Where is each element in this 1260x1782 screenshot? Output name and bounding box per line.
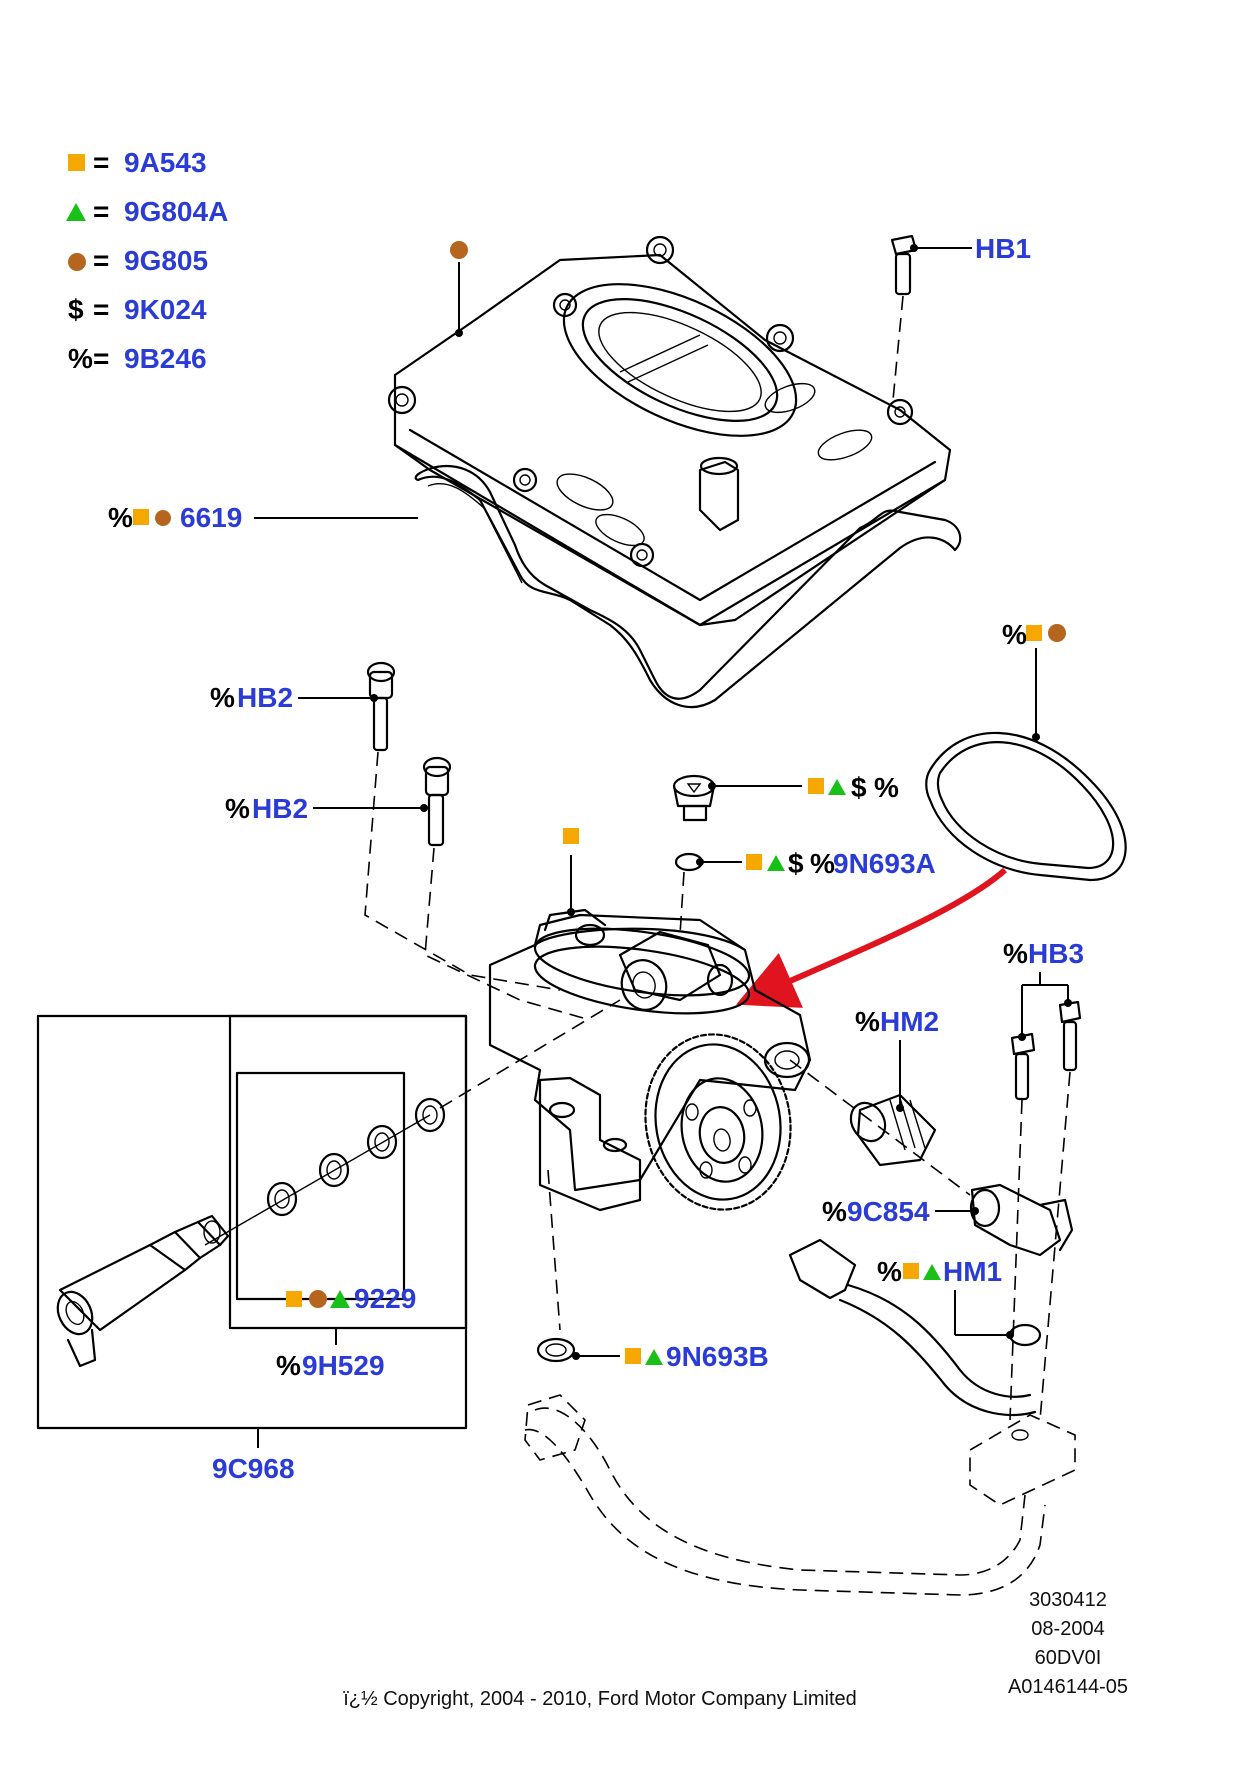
callout-plate-top (450, 241, 468, 337)
label-6619: 6619 (180, 502, 242, 533)
legend-row-9G804A: = 9G804A (66, 196, 228, 227)
legend-equals: = (93, 196, 109, 227)
bolt-hb2-top: % HB2 (210, 661, 561, 991)
group-box-9229 (235, 1071, 406, 1301)
percent-icon: % (276, 1350, 301, 1381)
percent-icon: % (108, 502, 133, 533)
oring-large: % (736, 619, 1127, 1008)
brown-circle-icon (309, 1290, 327, 1308)
orange-square-icon (68, 154, 85, 171)
plug-screw: $ % (672, 772, 899, 822)
ref-id: A0146144-05 (1008, 1676, 1128, 1698)
label-9n693b: 9N693B (666, 1341, 769, 1372)
pipe-assembly (524, 1238, 1076, 1596)
percent-icon: % (210, 682, 235, 713)
label-9c854: 9C854 (847, 1196, 930, 1227)
label-9229: 9229 (354, 1283, 416, 1314)
label-hm2: HM2 (880, 1006, 939, 1037)
legend-equals: = (93, 343, 109, 374)
green-triangle-icon (828, 779, 846, 795)
percent-icon: % (822, 1196, 847, 1227)
group-box-9c968 (36, 1014, 468, 1430)
green-triangle-icon (66, 203, 86, 221)
percent-icon: % (1003, 938, 1028, 969)
ref-date: 08-2004 (1031, 1618, 1104, 1640)
washer-9n693a: $ % 9N693A (674, 848, 936, 936)
orange-square-icon (563, 828, 579, 844)
dollar-icon: $ (851, 772, 867, 803)
green-triangle-icon (330, 1290, 350, 1308)
callout-9h529: % 9H529 (276, 1328, 385, 1381)
percent-icon: % (225, 793, 250, 824)
legend-code: 9A543 (124, 147, 207, 178)
washer-9n693b: 9N693B (536, 1337, 769, 1372)
percent-icon: % (810, 848, 835, 879)
callout-9c968: 9C968 (212, 1428, 295, 1484)
copyright-text: ï¿½ Copyright, 2004 - 2010, Ford Motor C… (343, 1688, 857, 1710)
ref-code: 60DV0I (1035, 1647, 1102, 1669)
label-hb1: HB1 (975, 233, 1031, 264)
brown-circle-icon (68, 253, 86, 271)
dollar-icon: $ (68, 294, 84, 325)
brown-circle-icon (450, 241, 468, 259)
cover-plate-drawing (387, 235, 962, 709)
dollar-icon: $ (788, 848, 804, 879)
label-hb2-bottom: HB2 (252, 793, 308, 824)
group-box-9h529 (228, 1014, 468, 1330)
legend: = 9A543 = 9G804A = 9G805 $ = 9K024 % = 9… (66, 147, 228, 374)
legend-row-9A543: = 9A543 (68, 147, 207, 178)
connector-9c854: % 9C854 (822, 1183, 1074, 1257)
legend-code: 9G805 (124, 245, 208, 276)
legend-row-9K024: $ = 9K024 (68, 294, 207, 325)
label-hb3: HB3 (1028, 938, 1084, 969)
percent-icon: % (877, 1256, 902, 1287)
percent-icon: % (874, 772, 899, 803)
orange-square-icon (746, 854, 762, 870)
orange-square-icon (1026, 625, 1042, 641)
seal-hm1: % HM1 (877, 1256, 1042, 1347)
pump-drawing (488, 828, 971, 1331)
label-9n693a: 9N693A (833, 848, 936, 879)
green-triangle-icon (767, 855, 785, 871)
bolts-hb3: % HB3 (1003, 938, 1084, 1421)
legend-code: 9G804A (124, 196, 228, 227)
legend-equals: = (93, 245, 109, 276)
callout-9229: 9229 (286, 1283, 416, 1314)
brown-circle-icon (155, 510, 171, 526)
legend-code: 9B246 (124, 343, 207, 374)
percent-icon: % (68, 343, 93, 374)
green-triangle-icon (645, 1349, 663, 1365)
percent-icon: % (1002, 619, 1027, 650)
orange-square-icon (286, 1291, 302, 1307)
footer: 3030412 08-2004 60DV0I A0146144-05 ï¿½ C… (343, 1589, 1128, 1710)
label-hm1: HM1 (943, 1256, 1002, 1287)
bolt-hb1: HB1 (890, 233, 1031, 401)
orange-square-icon (625, 1348, 641, 1364)
percent-icon: % (855, 1006, 880, 1037)
label-9c968: 9C968 (212, 1453, 295, 1484)
label-hb2-top: HB2 (237, 682, 293, 713)
green-triangle-icon (923, 1264, 941, 1280)
orange-square-icon (133, 509, 149, 525)
legend-code: 9K024 (124, 294, 207, 325)
sensor-hm2: % HM2 (849, 1006, 939, 1167)
callout-6619: % 6619 (108, 502, 418, 533)
legend-equals: = (93, 147, 109, 178)
orange-square-icon (808, 778, 824, 794)
bolt-hb2-bottom: % HB2 (225, 756, 591, 1021)
orange-square-icon (903, 1263, 919, 1279)
legend-row-9G805: = 9G805 (68, 245, 208, 276)
legend-equals: = (93, 294, 109, 325)
brown-circle-icon (1048, 624, 1066, 642)
legend-row-9B246: % = 9B246 (68, 343, 207, 374)
label-9h529: 9H529 (302, 1350, 385, 1381)
ref-illustration: 3030412 (1029, 1589, 1107, 1611)
